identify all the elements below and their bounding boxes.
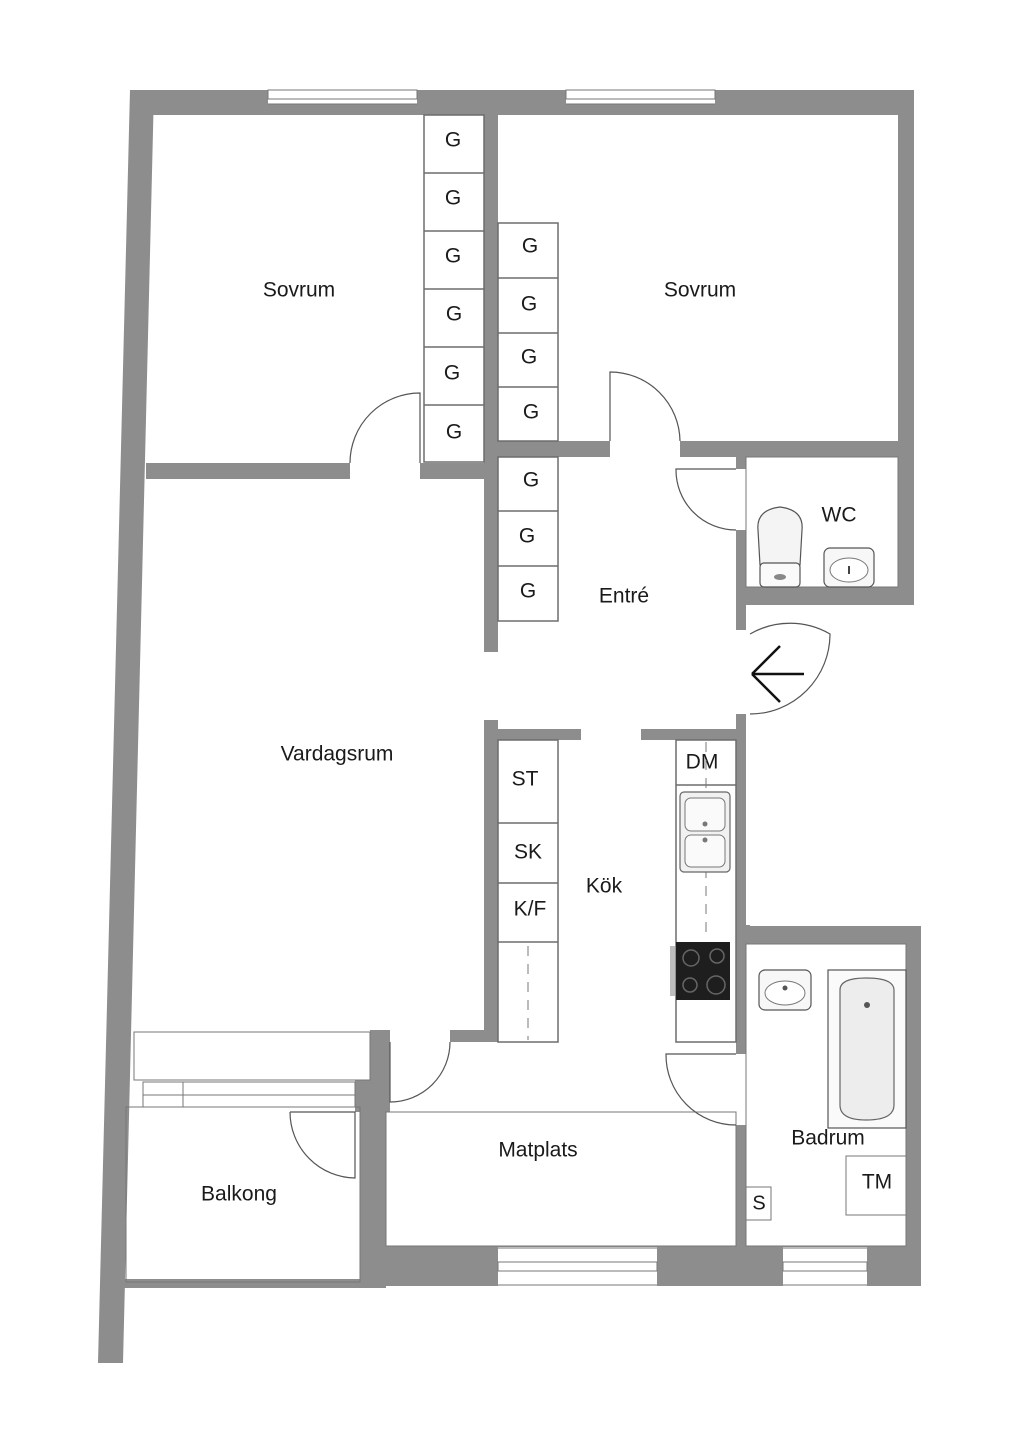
window-living-balcony [133, 1031, 371, 1081]
wall-wc-left-top [736, 457, 746, 469]
wall-bedroom-living-a [146, 463, 350, 479]
windows [126, 89, 868, 1286]
wardrobes-right: G G G G [497, 222, 559, 442]
wardrobes-left: G G G G G G [423, 114, 485, 463]
wall-wardrobe-spine [484, 115, 498, 652]
wardrobe-label: G [444, 362, 460, 385]
room-label-entry: Entré [599, 585, 649, 608]
entrance-arrow-icon [751, 645, 804, 703]
wall-kitchen-top-b [641, 729, 736, 740]
wardrobe-label: G [521, 346, 537, 369]
door-balcony[interactable] [289, 1111, 356, 1179]
dining-outline [385, 1111, 737, 1247]
wall-right-upper [898, 90, 914, 605]
window-bedroom-right [565, 89, 716, 100]
washing-machine-label: TM [862, 1171, 892, 1194]
wall-bath-left-lower [736, 1125, 746, 1285]
room-label-wc: WC [822, 504, 857, 527]
wardrobe-label: G [519, 525, 535, 548]
bath-washbasin-icon [758, 969, 812, 1011]
room-label-bedroom-left: Sovrum [263, 279, 335, 302]
window-dining [497, 1261, 658, 1272]
cupboard-label: SK [514, 841, 542, 864]
walls [98, 90, 921, 1363]
wall-kitchen-top-a [498, 729, 581, 740]
wall-wc-bottom [736, 587, 914, 605]
room-label-living: Vardagsrum [281, 743, 394, 766]
wall-dining-ledge [450, 1030, 498, 1042]
wall-balcony-bottom [123, 1279, 360, 1288]
toilet-icon [757, 506, 803, 588]
door-bathroom[interactable] [665, 1053, 737, 1126]
washing-machine: TM [845, 1155, 907, 1216]
wardrobe-label: G [446, 421, 462, 444]
balcony-outline [125, 1106, 361, 1283]
wardrobe-label: G [445, 187, 461, 210]
wc-outline [745, 456, 899, 588]
fridge-freezer-label: K/F [514, 898, 547, 921]
door-front[interactable] [749, 622, 831, 715]
room-label-dining: Matplats [498, 1139, 577, 1162]
wall-wc-left [736, 530, 746, 630]
window-bedroom-left [267, 89, 418, 100]
wardrobe-label: G [445, 129, 461, 152]
doors [289, 371, 831, 1179]
wardrobe-label: G [520, 580, 536, 603]
room-label-kitchen: Kök [586, 875, 623, 898]
dishwasher-label: DM [686, 751, 719, 774]
wardrobe-label: G [446, 303, 462, 326]
wall-kitchen-bath [736, 944, 746, 1054]
bathtub-icon [827, 969, 907, 1129]
wall-bedroom2-entry-a [498, 441, 610, 457]
wall-bath-right [906, 926, 921, 1286]
kitchen-units-left: ST SK K/F [497, 739, 559, 1043]
wardrobe-label: G [523, 401, 539, 424]
door-bedroom-right[interactable] [609, 371, 681, 442]
wardrobe-label: G [522, 235, 538, 258]
room-label-balcony: Balkong [201, 1183, 277, 1206]
room-outlines [125, 456, 907, 1283]
wardrobes-entry: G G G [497, 456, 559, 622]
door-bedroom-left[interactable] [349, 392, 421, 464]
sink-icon [679, 791, 731, 873]
wc-washbasin-icon [823, 547, 875, 588]
bath-cabinet-label: S [752, 1192, 765, 1214]
freezer-label: ST [512, 768, 539, 791]
wall-living-kitchen [484, 720, 498, 1042]
wall-bedroom-living-b [420, 463, 486, 479]
wardrobe-label: G [521, 293, 537, 316]
window-bathroom [782, 1261, 868, 1272]
wardrobe-label: G [523, 469, 539, 492]
wardrobe-label: G [445, 245, 461, 268]
room-label-bedroom-right: Sovrum [664, 279, 736, 302]
wall-top [130, 90, 914, 115]
door-living-dining[interactable] [389, 1041, 451, 1103]
kitchen-counter-right: DM [670, 739, 737, 1043]
stove-icon [670, 942, 730, 1000]
wall-bath-top [736, 926, 920, 944]
room-label-bathroom: Badrum [791, 1127, 865, 1150]
wall-left [98, 90, 154, 1363]
bath-cabinet: S [745, 1186, 772, 1221]
wall-bedroom2-entry-b [680, 441, 914, 457]
room-labels: Sovrum Sovrum WC Entré Vardagsrum Kök Ma… [201, 279, 865, 1206]
door-wc[interactable] [675, 468, 737, 531]
